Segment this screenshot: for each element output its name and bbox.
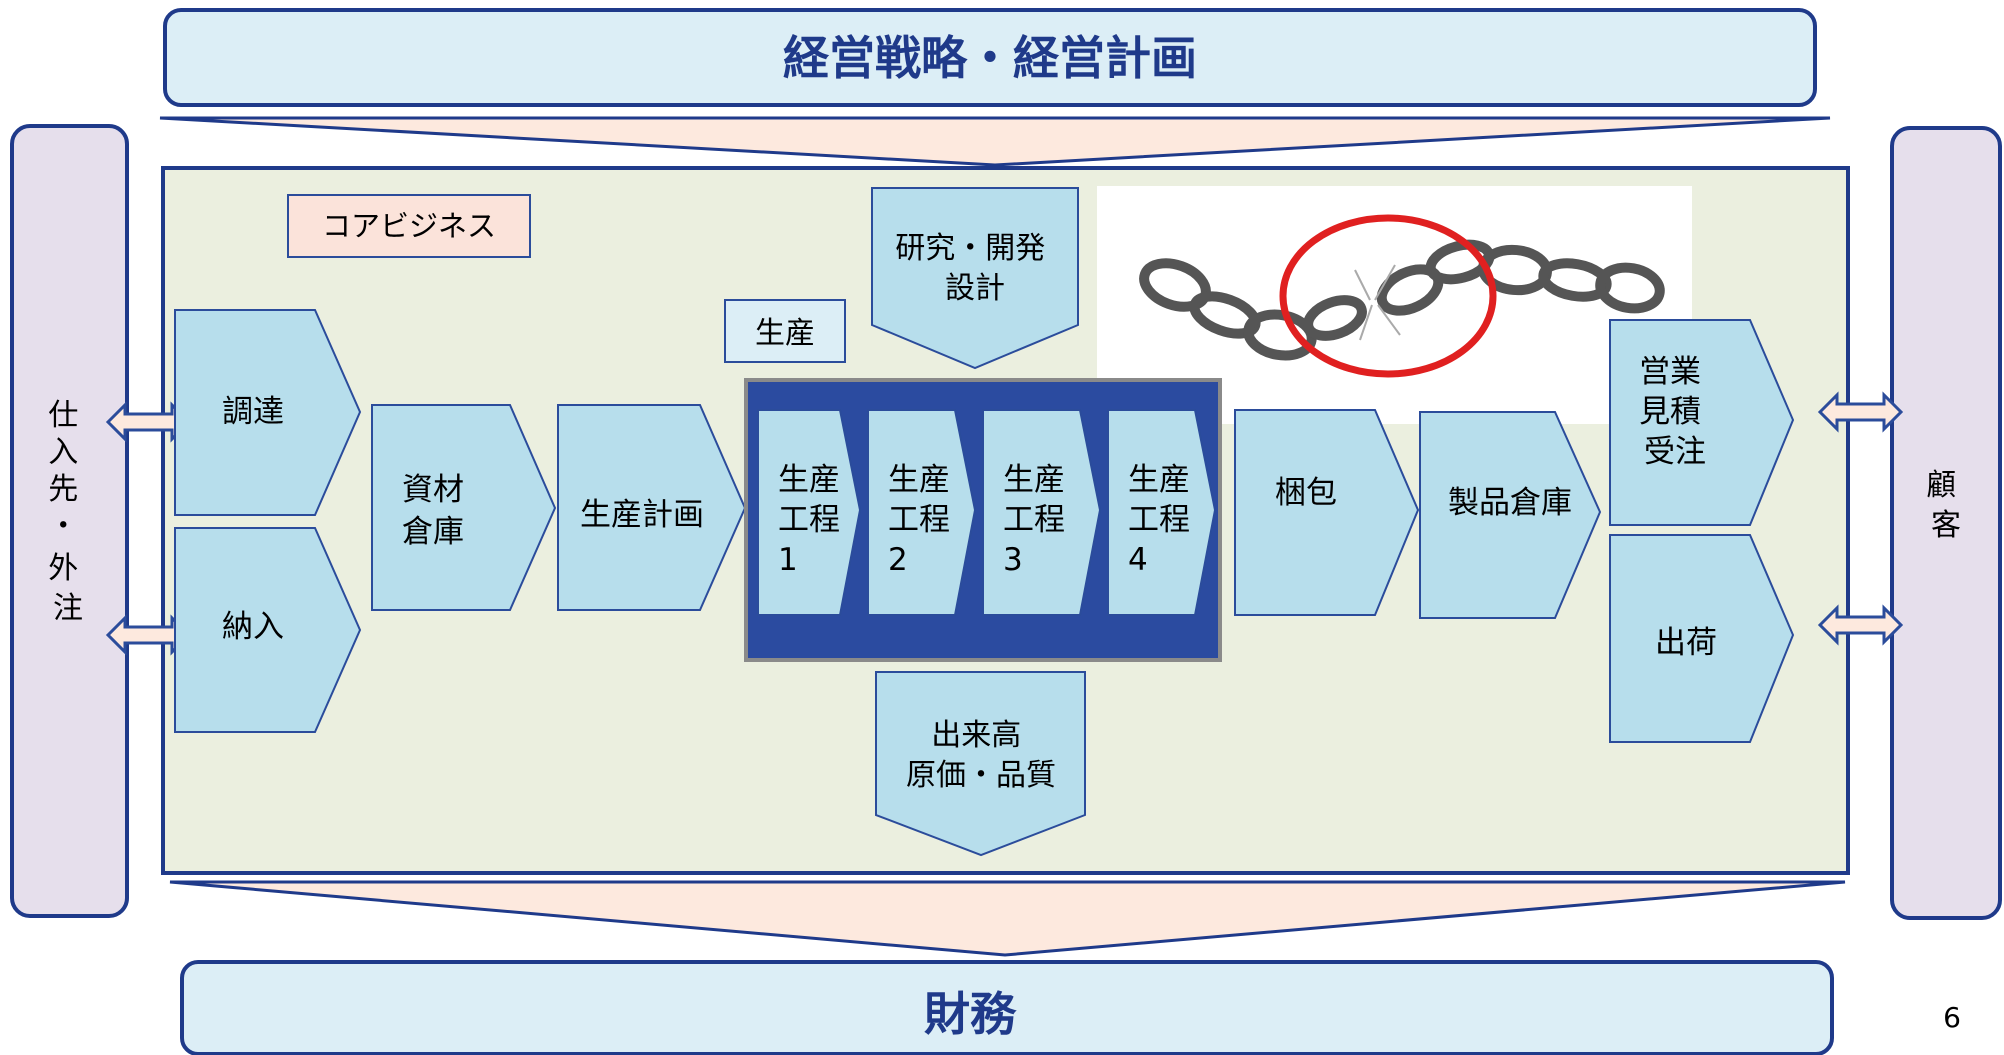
product-warehouse-label: 製品倉庫 xyxy=(1448,485,1572,521)
shipping-double-arrow xyxy=(1817,604,1904,646)
materials-warehouse-chevron xyxy=(371,404,557,611)
supplier-text: 仕 入 先 ・ 外 注 xyxy=(48,398,88,626)
top-banner-text: 経営戦略・経営計画 xyxy=(783,31,1197,85)
delivery-chevron xyxy=(174,527,362,733)
supplier-char: ・ xyxy=(48,509,78,544)
shipping-chevron xyxy=(1609,534,1795,743)
packing-chevron xyxy=(1234,409,1420,616)
customer-char: 顧 xyxy=(1926,468,1956,503)
production-step-chevron xyxy=(867,409,977,616)
sales-double-arrow xyxy=(1817,391,1904,433)
production-planning-label: 生産計画 xyxy=(580,497,704,533)
customer-char: 客 xyxy=(1931,508,1961,543)
highlight-circle xyxy=(1279,214,1497,378)
supplier-panel: 仕 入 先 ・ 外 注 xyxy=(10,124,129,918)
materials-warehouse-label: 資材 倉庫 xyxy=(402,472,474,550)
top-wedge xyxy=(159,116,1831,167)
production-label-text: 生産 xyxy=(755,316,815,351)
top-banner: 経営戦略・経営計画 xyxy=(163,8,1817,107)
rd-box xyxy=(871,187,1079,370)
supplier-char: 外 xyxy=(48,551,78,586)
bottom-banner-text: 財務 xyxy=(924,987,1017,1041)
supplier-char: 入 xyxy=(48,435,78,470)
bottom-banner: 財務 xyxy=(180,960,1834,1055)
sales-label: 営業 見積 受注 xyxy=(1639,354,1711,470)
production-label: 生産 xyxy=(724,299,846,363)
production-step-chevron xyxy=(982,409,1102,616)
rd-label: 研究・開発 設計 xyxy=(895,231,1055,306)
customer-panel: 顧 客 xyxy=(1890,126,2002,920)
bottom-wedge xyxy=(169,880,1846,957)
production-step-chevron xyxy=(1107,409,1217,616)
supplier-char: 先 xyxy=(48,472,78,507)
page-number: 6 xyxy=(1943,1001,1961,1034)
supplier-char: 注 xyxy=(53,591,83,626)
procurement-label: 調達 xyxy=(222,394,284,430)
procurement-chevron xyxy=(174,309,362,516)
output-label: 出来高 原価・品質 xyxy=(906,718,1056,793)
shipping-label: 出荷 xyxy=(1655,625,1717,661)
sales-chevron xyxy=(1609,319,1795,526)
production-step-chevron xyxy=(757,409,862,616)
supplier-char: 仕 xyxy=(48,398,78,433)
production-planning-chevron xyxy=(557,404,747,611)
svg-text:顧 客: 顧 客 xyxy=(1926,468,1966,543)
core-business-label-text: コアビジネス xyxy=(322,209,496,243)
product-warehouse-chevron xyxy=(1419,411,1602,619)
delivery-label: 納入 xyxy=(222,609,284,645)
packing-label: 梱包 xyxy=(1275,475,1337,511)
output-box xyxy=(875,671,1086,857)
core-business-label: コアビジネス xyxy=(287,194,531,258)
